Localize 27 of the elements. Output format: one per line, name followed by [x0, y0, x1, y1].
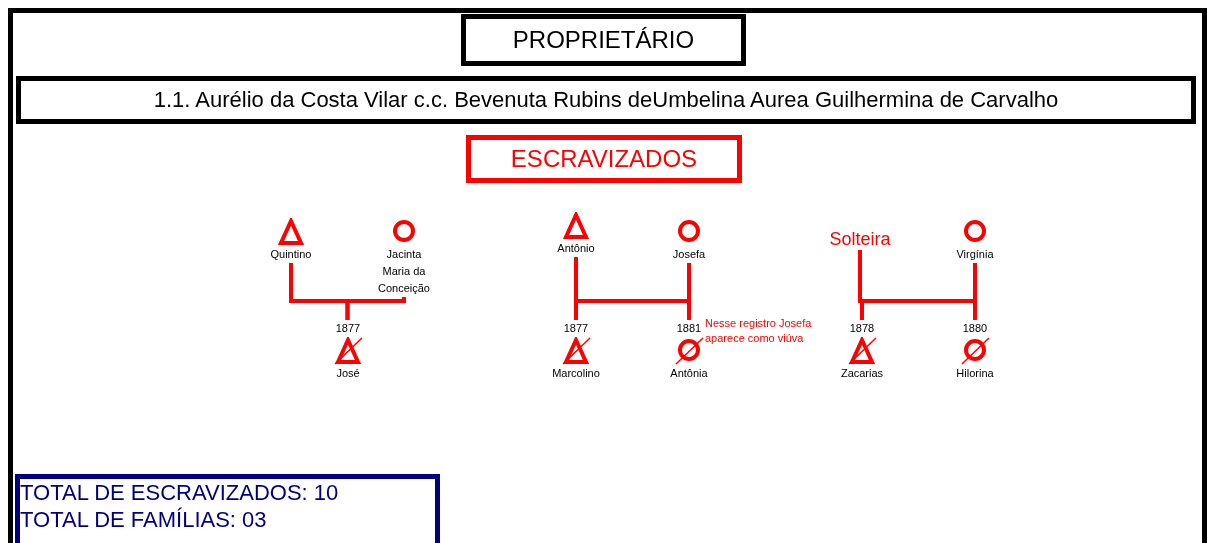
person-name: Antônia	[670, 366, 708, 381]
family-line	[345, 297, 406, 320]
year-label: 1877	[335, 321, 361, 336]
person-name: José	[336, 366, 360, 381]
totals-box	[15, 474, 440, 543]
person-name: Virgínia	[956, 247, 994, 262]
status-text: Solteira	[829, 228, 891, 250]
person-name: Hilorina	[956, 366, 994, 381]
title-box	[461, 14, 746, 66]
person-name: Josefa	[672, 247, 706, 262]
year-label: 1878	[849, 321, 875, 336]
heading-text: PROPRIETÁRIO	[512, 26, 695, 54]
person-name: Zacarias	[840, 366, 884, 381]
total-line: TOTAL DE ESCRAVIZADOS: 10	[20, 479, 340, 506]
year-label: 1880	[962, 321, 988, 336]
note-text: Nesse registro Josefa aparece como viúva	[705, 316, 813, 346]
person-name: Antônio	[557, 241, 595, 256]
total-line: TOTAL DE FAMÍLIAS: 03	[20, 506, 268, 533]
person-name: Jacinta Maria da Conceição	[377, 247, 431, 296]
year-label: 1877	[563, 321, 589, 336]
person-name: Quintino	[270, 247, 312, 262]
section-box	[466, 135, 742, 183]
person-name: Marcolino	[552, 366, 600, 381]
heading-text: 1.1. Aurélio da Costa Vilar c.c. Bevenuta Rubins deUmbelina Aurea Guilhermina de Carvalho	[153, 87, 1059, 113]
owner-box	[16, 76, 1196, 124]
year-label: 1881	[676, 321, 702, 336]
heading-text: ESCRAVIZADOS	[510, 145, 698, 173]
